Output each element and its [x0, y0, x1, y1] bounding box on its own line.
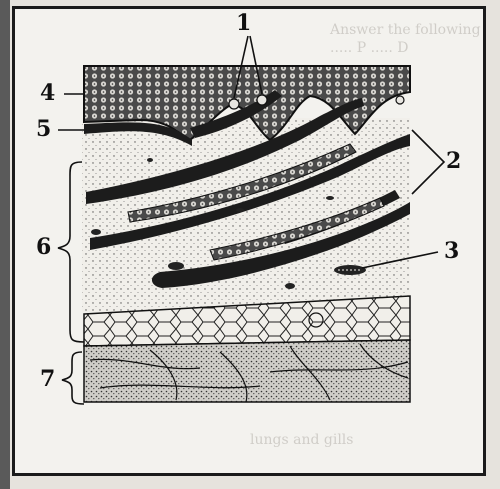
label-4: 4	[40, 82, 55, 104]
label-2: 2	[446, 150, 461, 172]
label-1: 1	[236, 12, 251, 34]
label-5: 5	[36, 118, 51, 140]
label-7: 7	[40, 368, 55, 390]
label-6: 6	[36, 236, 51, 258]
label-3: 3	[444, 240, 459, 262]
